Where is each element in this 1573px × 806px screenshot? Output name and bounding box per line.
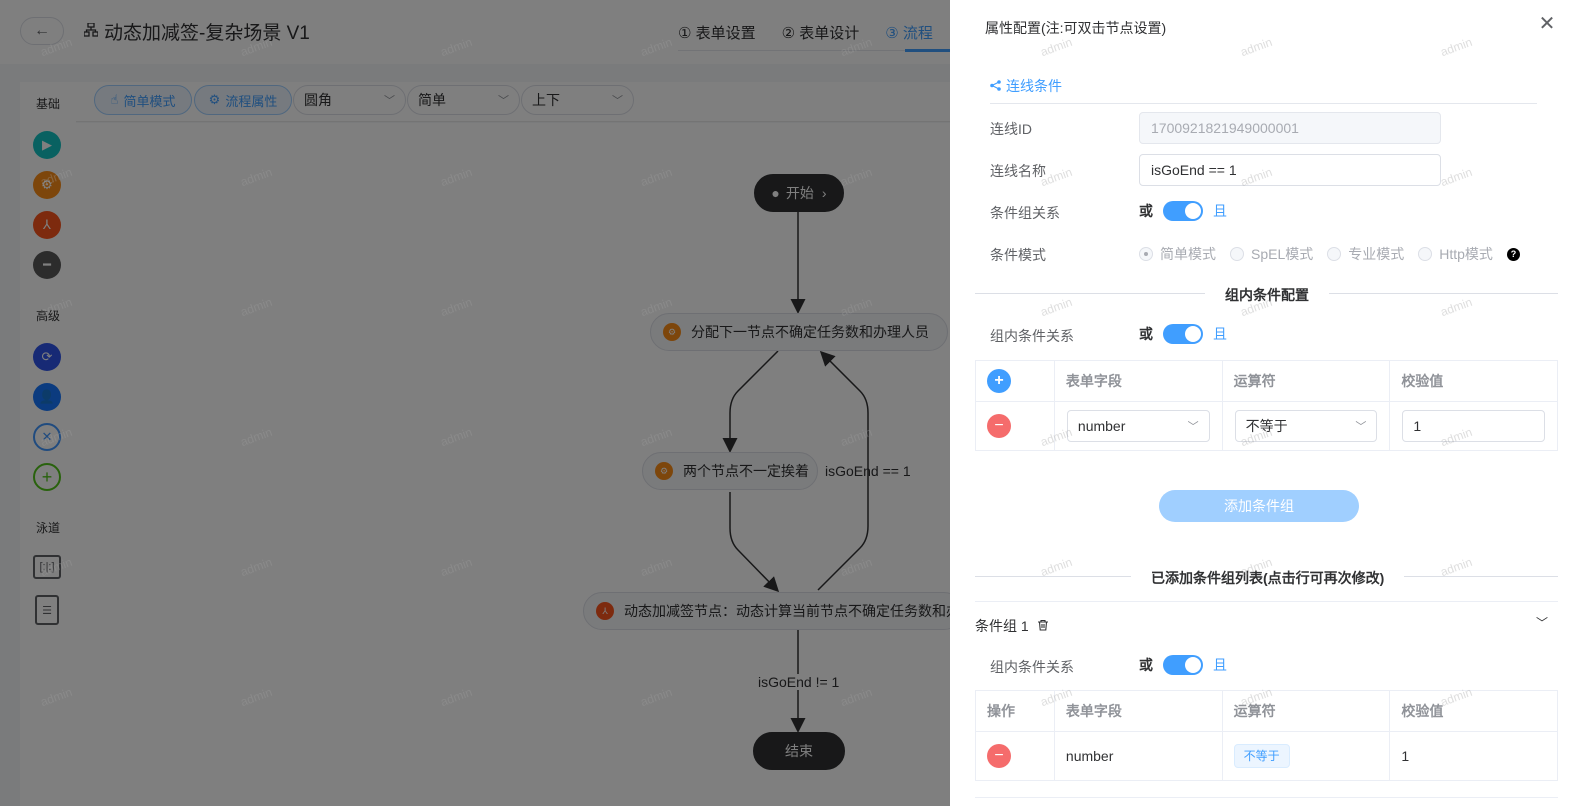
help-icon[interactable]: ? <box>1506 247 1520 261</box>
operator-select[interactable]: 不等于 ﹀ <box>1234 410 1378 442</box>
and-label: 且 <box>1213 203 1227 219</box>
and-label: 且 <box>1213 326 1227 342</box>
condition-group-name: 条件组 1 <box>975 618 1029 634</box>
col-op: 操作 <box>975 690 1055 732</box>
drawer-title: 属性配置(注:可双击节点设置) <box>985 20 1167 36</box>
properties-drawer: 属性配置(注:可双击节点设置) ✕ 连线条件 连线ID 170092182194… <box>950 0 1573 806</box>
condition-mode-radios: 简单模式 SpEL模式 专业模式 Http模式 ? <box>1139 244 1520 264</box>
col-value: 校验值 <box>1389 360 1558 402</box>
line-id-label: 连线ID <box>990 121 1032 137</box>
operator-select-value: 不等于 <box>1245 418 1288 434</box>
operator-cell: 不等于 ﹀ <box>1221 401 1391 451</box>
condition-group-table: 操作 表单字段 运算符 校验值 − number 不等于 1 <box>975 690 1558 781</box>
col-operator: 运算符 <box>1221 690 1391 732</box>
field-select[interactable]: number ﹀ <box>1066 410 1210 442</box>
col-field: 表单字段 <box>1053 690 1223 732</box>
field-select-value: number <box>1077 418 1126 434</box>
inner-relation-switch[interactable] <box>1163 324 1203 344</box>
col-operator: 运算符 <box>1221 360 1391 402</box>
share-icon <box>990 78 1001 94</box>
chevron-down-icon: ﹀ <box>1355 421 1367 433</box>
radio-circle <box>1230 247 1244 261</box>
mode-radio-spel[interactable]: SpEL模式 <box>1230 244 1313 264</box>
delete-row-button[interactable]: − <box>987 414 1011 438</box>
line-name-input[interactable]: isGoEnd == 1 <box>1139 154 1441 186</box>
or-label: 或 <box>1139 203 1153 219</box>
col-field: 表单字段 <box>1053 360 1223 402</box>
operator-cell: 不等于 <box>1221 731 1391 781</box>
value-cell: 1 <box>1389 731 1558 781</box>
table-header: 操作 表单字段 运算符 校验值 <box>975 690 1558 732</box>
condition-edit-table: + 表单字段 运算符 校验值 − number ﹀ 不等于 ﹀ 1 <box>975 360 1558 451</box>
radio-circle <box>1327 247 1342 261</box>
group-bottom-line <box>975 797 1558 798</box>
line-name-value: isGoEnd == 1 <box>1151 162 1237 178</box>
value-input[interactable]: 1 <box>1402 410 1545 442</box>
added-groups-title: 已添加条件组列表(点击行可再次修改) <box>1131 568 1405 588</box>
section-line-condition: 连线条件 <box>990 76 1062 96</box>
line-id-value: 1700921821949000001 <box>1151 120 1299 136</box>
line-name-label: 连线名称 <box>990 163 1046 179</box>
chevron-down-icon: ﹀ <box>1187 421 1199 433</box>
radio-circle <box>1139 247 1153 261</box>
delete-row-button[interactable]: − <box>987 744 1011 768</box>
field-cell: number <box>1053 731 1223 781</box>
group-inner-switch[interactable] <box>1163 655 1203 675</box>
add-condition-group-button[interactable]: 添加条件组 <box>1159 490 1359 522</box>
value-input-value: 1 <box>1413 418 1422 434</box>
line-id-input: 1700921821949000001 <box>1139 112 1441 144</box>
mode-pro-label: 专业模式 <box>1348 246 1405 262</box>
group-relation-label: 条件组关系 <box>990 205 1060 221</box>
mode-radio-http[interactable]: Http模式 <box>1418 244 1493 264</box>
inner-relation-label: 组内条件关系 <box>990 328 1074 344</box>
group-inner-switch-row: 或 且 <box>1139 655 1227 675</box>
delete-cell: − <box>975 731 1055 781</box>
group-relation-switch-row: 或 且 <box>1139 201 1227 221</box>
section-divider <box>990 103 1537 104</box>
table-row: − number ﹀ 不等于 ﹀ 1 <box>975 401 1558 451</box>
radio-circle <box>1418 247 1433 261</box>
condition-mode-label: 条件模式 <box>990 247 1046 263</box>
group-relation-switch[interactable] <box>1163 201 1203 221</box>
inner-config-title: 组内条件配置 <box>1205 285 1329 305</box>
mode-http-label: Http模式 <box>1439 246 1493 262</box>
close-icon[interactable]: ✕ <box>1538 13 1556 35</box>
condition-group-header[interactable]: 条件组 1 <box>975 616 1049 636</box>
delete-cell: − <box>975 401 1055 451</box>
mode-radio-simple[interactable]: 简单模式 <box>1139 244 1216 264</box>
or-label: 或 <box>1139 657 1153 673</box>
value-cell: 1 <box>1389 401 1558 451</box>
table-header: + 表单字段 运算符 校验值 <box>975 360 1558 402</box>
section-title: 连线条件 <box>1006 78 1062 94</box>
or-label: 或 <box>1139 326 1153 342</box>
inner-relation-switch-row: 或 且 <box>1139 324 1227 344</box>
table-row[interactable]: − number 不等于 1 <box>975 731 1558 781</box>
operator-tag: 不等于 <box>1233 744 1290 768</box>
modal-overlay[interactable] <box>0 0 950 806</box>
mode-spel-label: SpEL模式 <box>1251 246 1314 262</box>
group-inner-relation-label: 组内条件关系 <box>990 659 1074 675</box>
and-label: 且 <box>1213 657 1227 673</box>
mode-radio-pro[interactable]: 专业模式 <box>1327 244 1404 264</box>
col-value: 校验值 <box>1389 690 1558 732</box>
add-row-cell: + <box>975 360 1055 402</box>
chevron-down-icon[interactable]: ﹀ <box>1535 616 1548 630</box>
mode-simple-label: 简单模式 <box>1160 246 1216 262</box>
add-row-button[interactable]: + <box>987 369 1011 393</box>
field-cell: number ﹀ <box>1053 401 1223 451</box>
trash-icon[interactable] <box>1037 618 1049 634</box>
group-top-line <box>975 601 1558 602</box>
